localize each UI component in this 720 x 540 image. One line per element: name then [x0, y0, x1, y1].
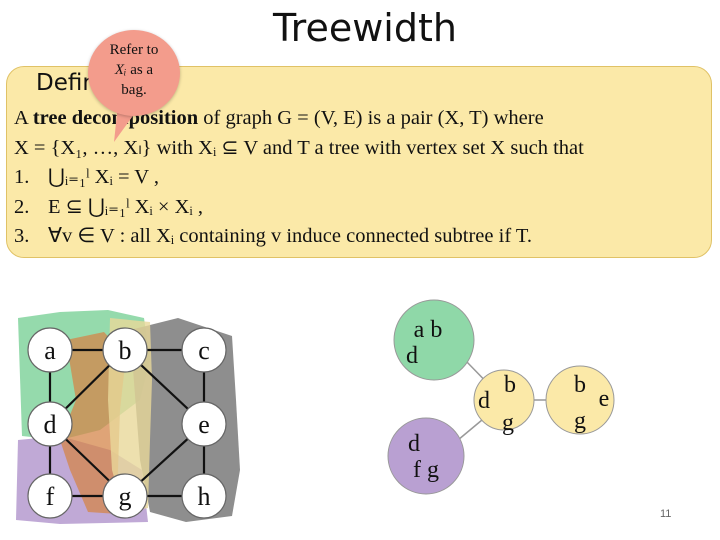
callout-var: Xᵢ	[114, 62, 127, 78]
bag-bge-right: e	[599, 386, 610, 412]
definition-item-3: 3. ∀v ∈ V : all Xᵢ containing v induce co…	[14, 222, 714, 252]
vertex-g-label: g	[119, 482, 132, 511]
slide-title: Treewidth	[273, 6, 457, 50]
definition-term: tree decomposition	[32, 107, 199, 129]
vertex-f: f	[27, 473, 73, 519]
bag-bdg-bottom: g	[502, 410, 514, 436]
item-number: 1.	[14, 166, 30, 188]
vertex-c-label: c	[198, 336, 210, 365]
bag-dfg-line2: f g	[413, 457, 439, 483]
page-number: 11	[660, 508, 672, 520]
vertex-c: c	[181, 327, 227, 373]
callout-bubble	[88, 30, 180, 116]
definition-item-2: 2. E ⊆ ⋃ᵢ₌₁ˡ Xᵢ × Xᵢ ,	[14, 193, 714, 223]
vertex-f-label: f	[46, 482, 55, 511]
vertex-h-label: h	[198, 482, 211, 511]
bag-bdg-top: b	[504, 372, 516, 398]
definition-item-1: 1. ⋃ᵢ₌₁ˡ Xᵢ = V ,	[14, 163, 714, 193]
tree-bag-bdg: b d g	[473, 369, 535, 436]
vertex-a-label: a	[44, 336, 56, 365]
bag-abd-line2: d	[406, 343, 418, 369]
definition-intro: A tree decomposition of graph G = (V, E)…	[14, 104, 714, 134]
item-number: 3.	[14, 225, 30, 247]
item-number: 2.	[14, 195, 30, 218]
vertex-e-label: e	[198, 410, 210, 439]
vertex-e: e	[181, 401, 227, 447]
callout-text: Refer to Xᵢ as a bag.	[88, 40, 180, 100]
callout-line-2-rest: as a	[126, 62, 154, 78]
item-text: E ⊆ ⋃ᵢ₌₁ˡ Xᵢ × Xᵢ ,	[48, 195, 203, 218]
tree-bag-abd: a b d	[393, 299, 475, 381]
definition-intro-pre: A	[14, 107, 33, 129]
tree-bag-dfg: d f g	[387, 417, 465, 495]
definition-line-2: X = {X₁, …, Xₗ} with Xᵢ ⊆ V and T a tree…	[14, 136, 584, 159]
vertex-b-label: b	[119, 336, 132, 365]
bag-bdg-left: d	[478, 388, 490, 414]
item-text: ⋃ᵢ₌₁ˡ Xᵢ = V ,	[48, 166, 159, 188]
vertex-d: d	[27, 401, 73, 447]
definition-body: A tree decomposition of graph G = (V, E)…	[14, 104, 714, 252]
callout-line-2: Xᵢ as a	[88, 60, 180, 80]
item-text: ∀v ∈ V : all Xᵢ containing v induce conn…	[48, 225, 533, 247]
tree-bag-bge: b e g	[545, 365, 615, 435]
definition-intro-post: of graph G = (V, E) is a pair (X, T) whe…	[198, 107, 544, 129]
vertex-g: g	[102, 473, 148, 519]
callout-line-3: bag.	[121, 82, 147, 98]
callout-line-1: Refer to	[109, 42, 159, 58]
bag-abd-line1: a b	[414, 317, 443, 343]
bag-bge-top: b	[574, 372, 586, 398]
vertex-a: a	[27, 327, 73, 373]
vertex-b: b	[102, 327, 148, 373]
bag-bge-bottom: g	[574, 408, 586, 434]
vertex-d-label: d	[44, 410, 57, 439]
bag-dfg-line1: d	[408, 431, 420, 457]
vertex-h: h	[181, 473, 227, 519]
